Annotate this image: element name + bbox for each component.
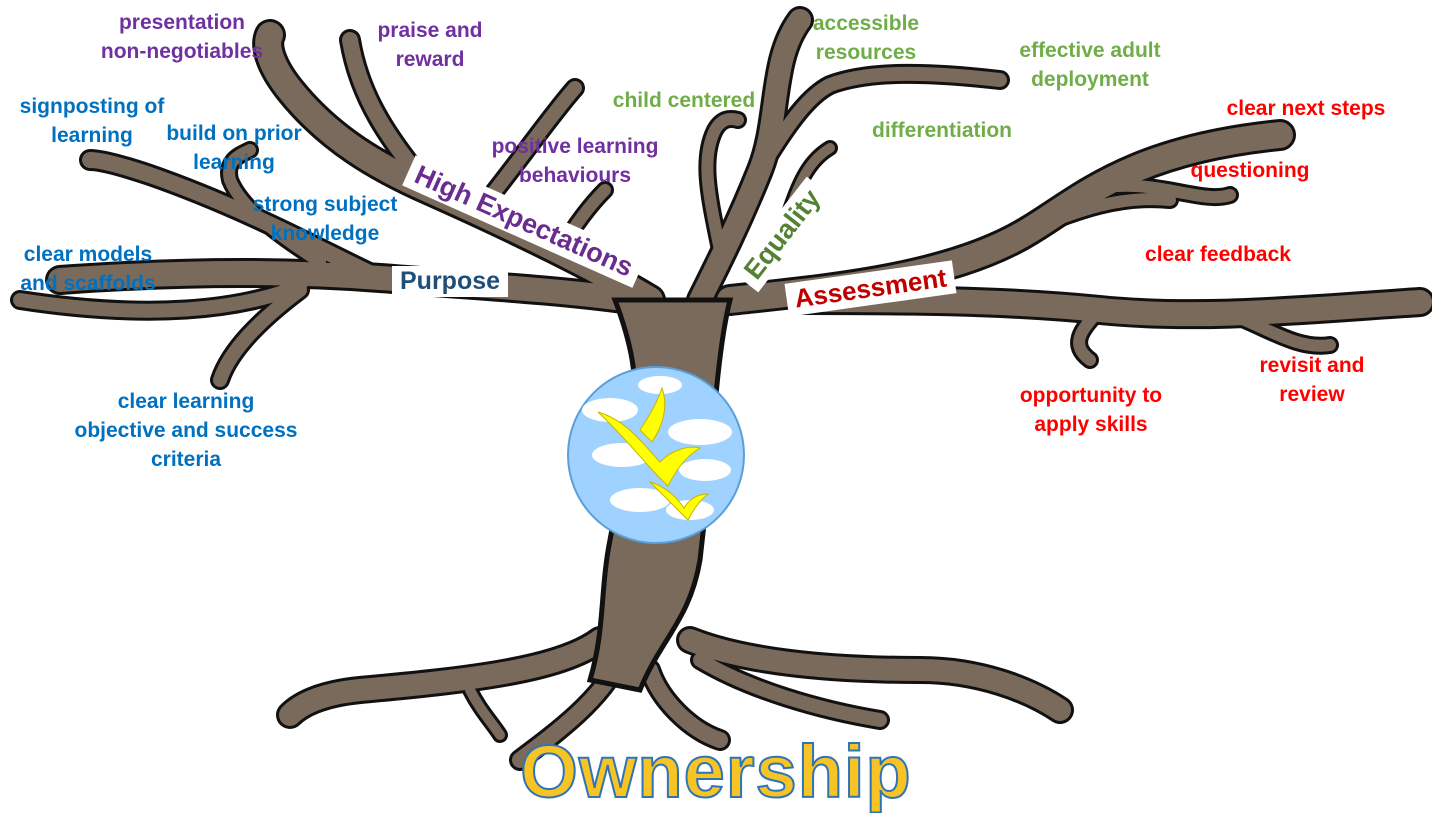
- tree-branches: [10, 6, 1432, 771]
- label-strong-subject-knowledge: strong subject knowledge: [252, 193, 398, 245]
- branch: [465, 685, 505, 740]
- label-differentiation: differentiation: [872, 119, 1012, 142]
- branch: [213, 283, 307, 387]
- branch: [1234, 312, 1336, 352]
- branch: [223, 144, 326, 268]
- branch: [13, 279, 307, 318]
- branch: [753, 66, 1007, 177]
- label-accessible-resources: accessible resources: [812, 12, 920, 64]
- branch-label-purpose: Purpose: [392, 266, 509, 297]
- branch: [1024, 193, 1176, 236]
- branch: [279, 629, 611, 726]
- label-praise-and-reward: praise and reward: [377, 19, 483, 71]
- label-child-centered: child centered: [612, 89, 756, 112]
- label-clear-next-steps: clear next steps: [1226, 97, 1386, 120]
- label-clear-models-and-scaffolds: clear models and scaffolds: [20, 243, 156, 295]
- label-presentation-non-negotiables: presentation non-negotiables: [100, 11, 264, 63]
- label-signposting-of-learning: signposting of learning: [19, 95, 165, 147]
- label-clear-learning-objective: clear learning objective and success cri…: [74, 390, 298, 471]
- branch: [679, 629, 1071, 721]
- branch: [788, 288, 1432, 327]
- label-effective-adult-deployment: effective adult deployment: [1019, 39, 1161, 91]
- branch: [1073, 304, 1106, 366]
- branch: [1084, 179, 1236, 204]
- branch: [82, 152, 388, 286]
- label-positive-learning-behaviours: positive learning behaviours: [491, 135, 659, 187]
- label-revisit-and-review: revisit and review: [1259, 354, 1365, 406]
- branch: [642, 662, 728, 748]
- birds-and-clouds-icon: [567, 366, 745, 544]
- branch: [701, 113, 744, 256]
- label-build-on-prior-learning: build on prior learning: [166, 122, 302, 174]
- diagram-title: Ownership: [519, 730, 912, 813]
- label-questioning: questioning: [1190, 159, 1310, 182]
- label-opportunity-to-apply-skills: opportunity to apply skills: [1019, 384, 1163, 436]
- branch: [693, 653, 887, 727]
- label-clear-feedback: clear feedback: [1145, 243, 1291, 266]
